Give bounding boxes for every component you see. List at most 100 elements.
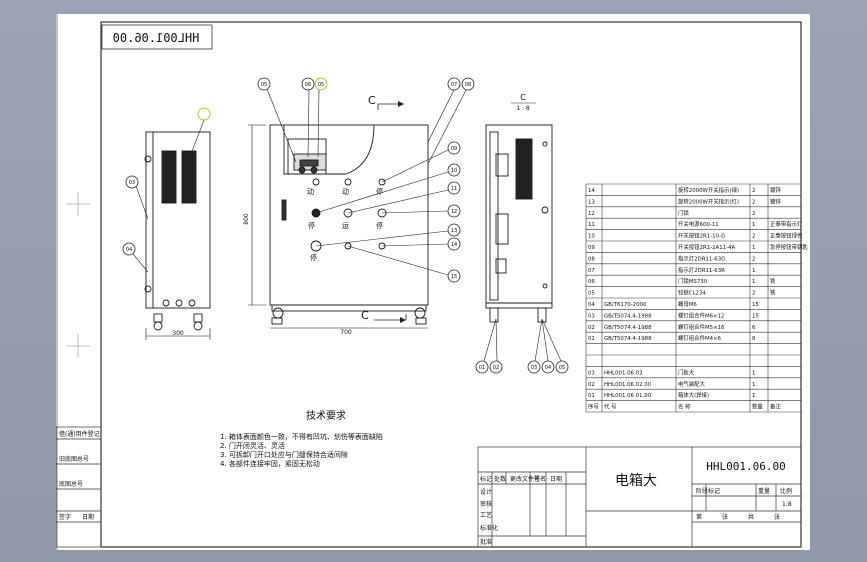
bom-cell-name: 开关按钮2R1-10-G	[678, 232, 725, 240]
bom-cell-code: HHL001.06.01.00	[604, 393, 652, 399]
bom-cell-qty: 1	[752, 222, 755, 228]
drawing-code-mirrored: HHL001.06.00	[113, 31, 200, 45]
tb-scale: 1:8	[782, 501, 792, 508]
bom-cell-remark: 急停按钮带钥匙	[770, 243, 808, 251]
bom-cell-qty: 15	[752, 313, 759, 319]
drawing-code: HHL001.06.00	[706, 460, 785, 473]
balloon-left-2: 04	[126, 247, 132, 253]
bom-cell-code: GB/T5074.4-1988	[604, 336, 652, 342]
bom-cell-qty: 1	[752, 279, 755, 285]
front-label-2: 动	[342, 187, 349, 196]
tech-req-line-3: 3. 可拆卸门开口处应与门缝保持合适间隙	[220, 450, 348, 459]
balloon-right-3: 11	[451, 186, 457, 192]
tb-sheet-1: 第	[696, 513, 702, 521]
dim-height: 800	[243, 213, 250, 225]
bom-cell-remark: 正泰按钮绿色	[770, 232, 803, 240]
bom-cell-code: HHL001.06.03	[604, 370, 643, 376]
bom-header-remark: 备注	[770, 403, 781, 411]
title-block	[477, 446, 802, 548]
left-block-5: 日期	[82, 513, 94, 521]
tb-check: 审核	[480, 500, 492, 508]
bom-cell-name: 电气装配大	[678, 380, 706, 388]
bom-cell-remark: 铁	[770, 289, 776, 297]
front-label-4: 停	[308, 221, 315, 230]
bom-cell-no: 13	[588, 199, 595, 205]
bom-header-qty: 数量	[752, 403, 763, 411]
section-marks: C C	[361, 94, 407, 323]
front-view	[248, 124, 429, 329]
bom-cell-name: 铰链CL234	[678, 289, 706, 297]
side-view	[144, 131, 211, 340]
tb-count: 处数	[494, 475, 506, 483]
drawing-canvas: HHL001.06.00 300 03 04	[56, 14, 808, 550]
tb-sheet-3: 共	[748, 513, 754, 521]
bom-cell-qty: 2	[752, 291, 755, 297]
bom-cell-no: 10	[588, 234, 595, 240]
right-balloons: 09 10 11 12 13 14 15	[315, 141, 461, 283]
bom-cell-name: 开关电源600-11	[678, 220, 719, 228]
balloon-right-2: 10	[451, 168, 457, 174]
bom-cell-remark: 铁	[770, 277, 776, 285]
bom-cell-name: 旋转2000W开关指示(红)	[678, 197, 739, 205]
bom-cell-no: 05	[588, 291, 595, 297]
bom-cell-qty: 2	[752, 199, 755, 205]
tech-requirements: 技术要求 1. 箱体表面颜色一致，不得有凹坑、划伤等表面缺陷 2. 门开闭灵活、…	[220, 409, 383, 468]
front-label-6: 停	[376, 221, 383, 230]
bom-cell-name: 指示灯2DR11-63G	[678, 254, 725, 262]
bom-cell-qty: 2	[752, 211, 755, 217]
drawing-code-box: HHL001.06.00	[101, 24, 213, 50]
bom-cell-no: 09	[588, 245, 595, 251]
bom-cell-name: 开关按钮2R1-2A11-4A	[678, 243, 735, 251]
bom-cell-name: 螺钉组合件M5×16	[678, 323, 725, 331]
bom-header-code: 代 号	[604, 403, 617, 411]
bom-header-no: 序号	[588, 403, 599, 411]
registration-marks	[66, 192, 90, 358]
bom-cell-qty: 8	[752, 336, 756, 342]
bom-cell-code: GB/T5074.4-1988	[604, 313, 652, 319]
bom-cell-name: 箱体大(焊接)	[678, 391, 709, 399]
balloon-top-5: 08	[465, 82, 471, 88]
bom-cell-no: 01	[588, 336, 595, 342]
tb-design: 设计	[480, 488, 492, 496]
bom-cell-qty: 1	[752, 393, 755, 399]
bom-cell-name: 螺母M6	[678, 300, 697, 308]
bom-cell-no: 11	[588, 222, 595, 228]
balloon-right-5: 13	[451, 228, 457, 234]
bom-cell-qty: 15	[752, 302, 759, 308]
tb-stage: 阶段标记	[696, 487, 720, 495]
balloon-sec-1: 01	[479, 365, 485, 371]
bom-cell-qty: 2	[752, 234, 755, 240]
bom-cell-qty: 6	[752, 325, 756, 331]
balloon-left-1: 03	[129, 180, 135, 186]
tb-standard: 标准化	[480, 524, 498, 532]
left-block-2: 旧底图总号	[59, 455, 89, 463]
tb-approve: 批准	[480, 538, 492, 546]
tech-req-line-2: 2. 门开闭灵活、灵活	[220, 441, 285, 450]
bom-cell-name: 指示灯2DR11-63R	[678, 266, 725, 274]
bom-cell-code: GB/T6170-2000	[604, 302, 647, 308]
bom-cell-name: 门锁	[678, 209, 689, 217]
bom-cell-name: 螺钉组合件M6×12	[678, 311, 724, 319]
bom-cell-qty: 2	[752, 256, 755, 262]
balloon-sec-5: 05	[559, 365, 565, 371]
balloon-right-7: 15	[451, 274, 457, 280]
side-balloons: 03 04	[122, 107, 211, 273]
bom-cell-no: 03	[588, 370, 595, 376]
front-label-7: 停	[310, 253, 317, 262]
left-block-1: 借(通)用件登记	[59, 430, 100, 438]
bom-cell-remark: 镀锌	[770, 186, 781, 194]
bom-cell-no: 02	[588, 325, 595, 331]
balloon-top-4: 07	[451, 82, 457, 88]
balloon-top-3: 05	[318, 82, 324, 88]
tb-process: 工艺	[480, 511, 492, 519]
tb-sheet-4: 张	[774, 513, 780, 521]
bom-header-name: 名 称	[678, 403, 691, 411]
drawing-sheet: HHL001.06.00 300 03 04	[56, 14, 810, 550]
bom-cell-no: 12	[588, 211, 595, 217]
tech-req-line-1: 1. 箱体表面颜色一致，不得有凹坑、划伤等表面缺陷	[220, 432, 383, 441]
bom-cell-no: 14	[588, 188, 595, 194]
bom-cell-qty: 2	[752, 188, 755, 194]
bom-cell-code: GB/T5074.4-1988	[604, 325, 652, 331]
left-block-4: 签字	[59, 513, 71, 521]
bom-cell-qty: 1	[752, 245, 755, 251]
